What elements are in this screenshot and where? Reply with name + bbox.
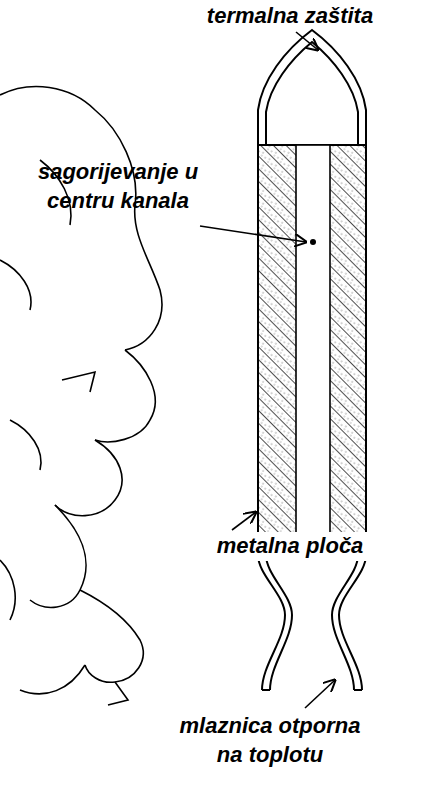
part-label: metalna ploča	[210, 532, 371, 561]
leader-arrow	[200, 32, 335, 708]
part-label: sagorijevanje u centru kanala	[22, 158, 214, 215]
combustion-point	[310, 239, 316, 245]
part-label: mlaznica otporna na toplotu	[164, 712, 376, 769]
nozzle	[258, 555, 366, 690]
propellant-grain	[258, 145, 366, 555]
thermal-shield	[258, 30, 366, 145]
part-label: termalna zaštita	[206, 2, 375, 31]
central-channel	[296, 145, 330, 555]
